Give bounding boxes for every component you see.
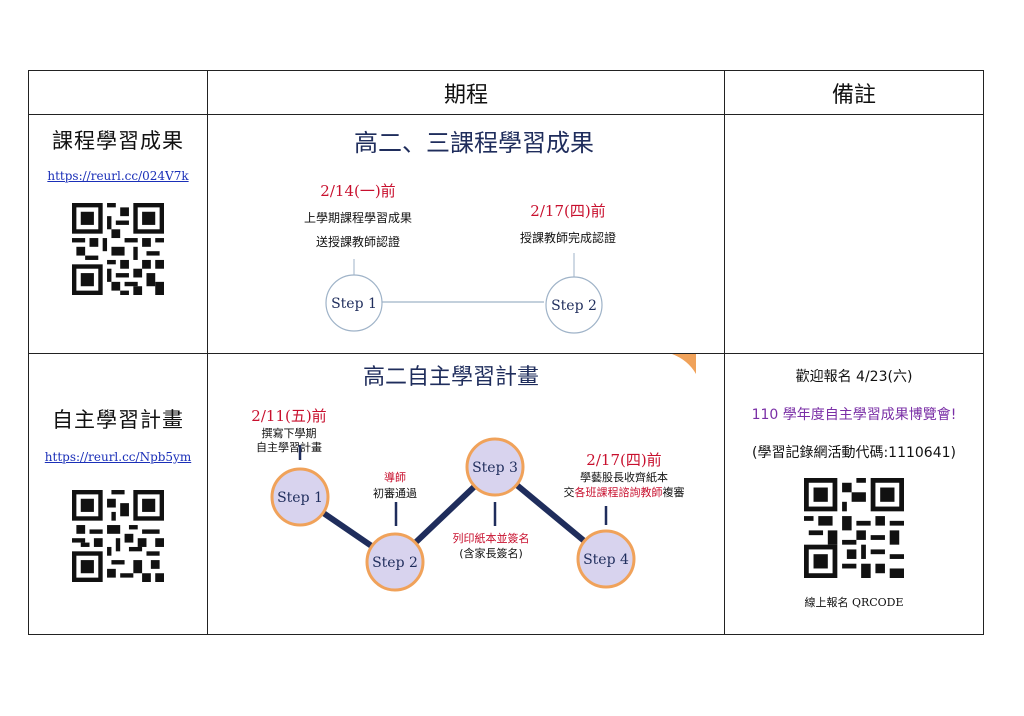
step1-desc-line2: 送授課教師認證: [316, 234, 400, 249]
header-remarks: 備註: [724, 70, 984, 115]
self-learning-slide: 高二自主學習計畫 2/11(五)前 撰寫下學期 自主學習計畫 導師 初審通過 列…: [208, 354, 724, 634]
row2-link[interactable]: https://reurl.cc/Npb5ym: [44, 450, 192, 464]
schedule-table: 期程 備註 課程學習成果 https://reurl.cc/024V7k: [28, 70, 984, 635]
event-signup-line: 歡迎報名 4/23(六): [795, 369, 913, 385]
row2-label-cell: 自主學習計畫 https://reurl.cc/Npb5ym: [28, 353, 208, 635]
row1-label-cell: 課程學習成果 https://reurl.cc/024V7k: [28, 114, 208, 354]
header-schedule: 期程: [207, 70, 725, 115]
s4-label: Step 4: [583, 552, 629, 568]
step1-date: 2/14(一)前: [320, 182, 395, 200]
s3-label: Step 3: [472, 460, 518, 476]
step2-date: 2/17(四)前: [530, 202, 605, 220]
s1-desc-line1: 撰寫下學期: [262, 426, 317, 440]
s1-label: Step 1: [277, 490, 323, 506]
s1-desc-line2: 自主學習計畫: [256, 440, 322, 454]
course-results-slide: 高二、三課程學習成果 2/14(一)前 上學期課程學習成果 送授課教師認證 2/…: [208, 115, 724, 353]
step1-circle: [325, 274, 383, 332]
s3-desc-line2: (含家長簽名): [459, 546, 523, 560]
step2-label: Step 2: [551, 298, 597, 314]
s2-circle: [365, 532, 425, 592]
row1-remarks-cell: [724, 114, 984, 354]
step2-circle: [545, 276, 603, 334]
s3-circle: [465, 437, 525, 497]
header-empty-cell: [28, 70, 208, 115]
step1-desc-line1: 上學期課程學習成果: [304, 210, 412, 225]
corner-decoration: [672, 354, 696, 374]
s2-role: 導師: [384, 470, 406, 484]
s4-date: 2/17(四)前: [586, 451, 661, 469]
qr-caption: 線上報名 QRCODE: [804, 596, 904, 609]
slide2-title: 高二自主學習計畫: [363, 365, 539, 390]
s1-circle: [270, 467, 330, 527]
row1-title: 課程學習成果: [52, 129, 184, 153]
row1-schedule-cell: 高二、三課程學習成果 2/14(一)前 上學期課程學習成果 送授課教師認證 2/…: [207, 114, 725, 354]
s4-desc-line2: 交各班課程諮詢教師複審: [564, 485, 685, 499]
slide1-title: 高二、三課程學習成果: [354, 129, 594, 157]
row2-qr-code: [72, 490, 164, 582]
s2-label: Step 2: [372, 555, 418, 571]
s2-desc: 初審通過: [373, 486, 417, 500]
event-code-line: (學習記錄網活動代碼:1110641): [752, 445, 956, 461]
s4-circle: [576, 529, 636, 589]
s4-desc-line1: 學藝股長收齊紙本: [580, 470, 668, 484]
s1-date: 2/11(五)前: [251, 407, 326, 425]
row1-link[interactable]: https://reurl.cc/024V7k: [47, 169, 189, 183]
signup-qr-code: [804, 478, 904, 578]
step2-desc-line1: 授課教師完成認證: [520, 230, 616, 245]
event-name-line: 110 學年度自主學習成果博覽會!: [751, 407, 957, 423]
row2-remarks-cell: 歡迎報名 4/23(六) 110 學年度自主學習成果博覽會! (學習記錄網活動代…: [724, 353, 984, 635]
s3-desc-line1: 列印紙本並簽名: [453, 531, 530, 545]
step1-label: Step 1: [331, 296, 377, 312]
row2-schedule-cell: 高二自主學習計畫 2/11(五)前 撰寫下學期 自主學習計畫 導師 初審通過 列…: [207, 353, 725, 635]
row2-title: 自主學習計畫: [52, 408, 184, 432]
row1-qr-code: [72, 203, 164, 295]
steps-zigzag-line: [298, 464, 608, 565]
